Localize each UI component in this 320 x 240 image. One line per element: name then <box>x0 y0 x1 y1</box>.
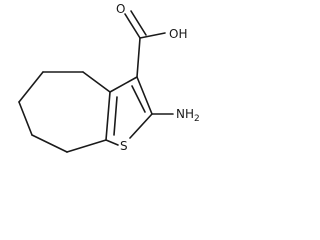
bond-c3-c2 <box>136 76 153 115</box>
bond-c3-c2-inner <box>131 85 146 113</box>
oxygen-carbonyl-label: O <box>116 2 125 16</box>
bond-c8-c9 <box>31 134 68 153</box>
amine-label: NH2 <box>176 107 200 124</box>
bond-c6-c7 <box>18 71 44 103</box>
sulfur-label: S <box>120 139 128 153</box>
bond-carboxyl-oh <box>139 32 166 39</box>
molecule-drawing: O OH NH2 S <box>18 2 200 153</box>
bond-c3-carboxyl <box>136 37 141 78</box>
bond-s-c8a <box>105 139 119 146</box>
hydroxyl-label: OH <box>169 27 187 41</box>
bond-c4-c5 <box>82 71 111 93</box>
bond-carboxyl-o-b <box>130 10 147 36</box>
bond-c3a-c8a <box>105 91 111 141</box>
bond-c7-c8 <box>18 101 33 136</box>
bond-c3a-c3 <box>109 76 138 93</box>
bond-c3a-c8a-inner <box>113 96 118 136</box>
bond-carboxyl-o-a <box>124 13 141 39</box>
bond-c9-c10 <box>66 139 107 153</box>
structure-canvas: O OH NH2 S <box>0 0 216 158</box>
bond-c2-s <box>129 113 153 139</box>
